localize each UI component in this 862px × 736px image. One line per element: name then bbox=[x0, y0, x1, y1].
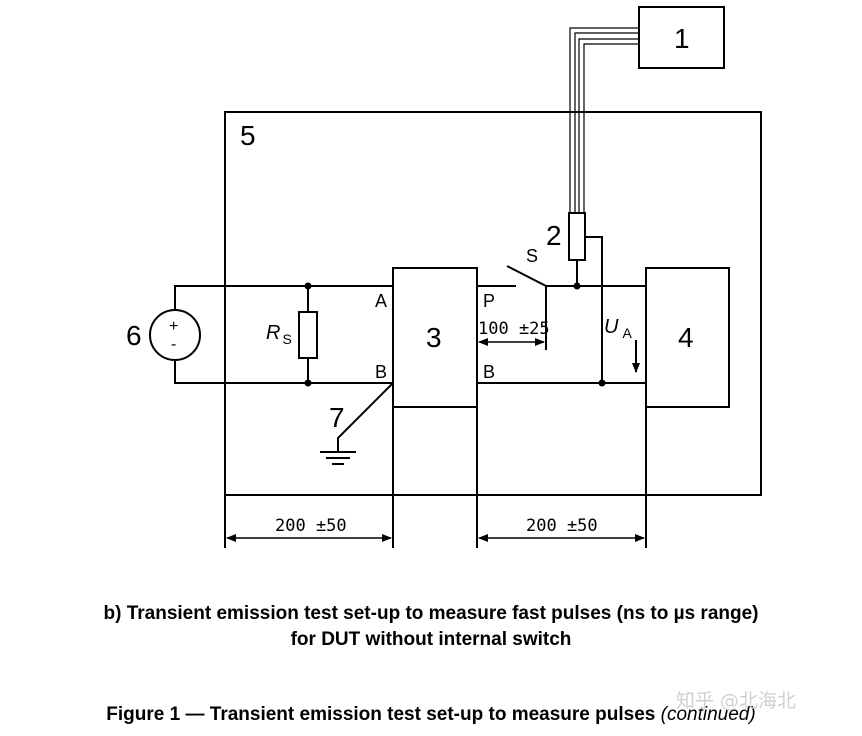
label-4: 4 bbox=[678, 322, 694, 353]
figure-title-continued: (continued) bbox=[660, 704, 756, 725]
bottom-wire-left bbox=[174, 360, 393, 384]
probe-cable-outer-1 bbox=[569, 27, 639, 213]
junction-dot bbox=[304, 379, 312, 387]
ground-lead bbox=[337, 382, 394, 452]
box-1 bbox=[638, 6, 725, 69]
figure-title-main: Figure 1 — Transient emission test set-u… bbox=[106, 704, 661, 725]
label-term-p: P bbox=[483, 291, 495, 311]
watermark: 知乎 @北海北 bbox=[676, 690, 797, 712]
label-2: 2 bbox=[546, 220, 562, 251]
label-rs-sub: S bbox=[282, 331, 291, 347]
label-ua-sub: A bbox=[622, 325, 632, 341]
label-term-b-left: B bbox=[375, 362, 387, 382]
label-ua-main: U bbox=[604, 316, 619, 338]
box-4 bbox=[645, 267, 730, 408]
label-rs-main: R bbox=[266, 322, 280, 344]
probe-cable-outer-2 bbox=[583, 43, 639, 213]
top-wire-left bbox=[174, 285, 393, 310]
dim-left-label: 200 ±50 bbox=[275, 516, 347, 536]
probe-2 bbox=[568, 212, 586, 261]
dim-right-label: 200 ±50 bbox=[526, 516, 598, 536]
dim-inner-label: 100 ±25 bbox=[478, 319, 550, 339]
probe-cable-inner-1 bbox=[574, 32, 639, 213]
junction-dot bbox=[598, 379, 606, 387]
ground-symbol bbox=[320, 451, 356, 465]
figure-title: Figure 1 — Transient emission test set-u… bbox=[0, 704, 862, 726]
label-switch-s: S bbox=[526, 246, 538, 266]
probe-ground bbox=[585, 236, 603, 286]
switch-blade bbox=[506, 265, 547, 287]
caption-line-2: for DUT without internal switch bbox=[290, 629, 572, 650]
source-plus: + bbox=[169, 318, 178, 335]
label-7: 7 bbox=[329, 402, 345, 433]
junction-dot bbox=[304, 282, 312, 290]
source-minus: - bbox=[171, 336, 176, 353]
label-term-a: A bbox=[375, 291, 387, 311]
ground-plane-box bbox=[224, 111, 762, 496]
box-3 bbox=[392, 267, 478, 408]
caption-line-1: b) Transient emission test set-up to mea… bbox=[103, 603, 759, 624]
rs-resistor bbox=[298, 311, 318, 359]
label-6: 6 bbox=[126, 320, 142, 351]
label-5: 5 bbox=[240, 120, 256, 151]
probe-cable-inner-2 bbox=[578, 38, 639, 213]
junction-dot bbox=[573, 282, 581, 290]
label-3: 3 bbox=[426, 322, 442, 353]
label-term-b-right: B bbox=[483, 362, 495, 382]
label-1: 1 bbox=[674, 23, 690, 54]
